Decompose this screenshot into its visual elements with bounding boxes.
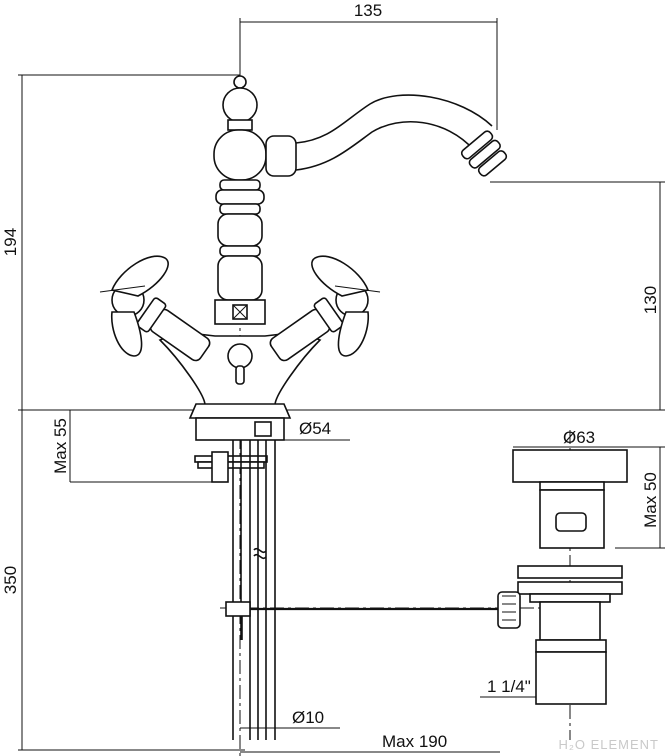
spout-height-label: 130 [641,286,660,314]
waste-thickness-label: Max 50 [641,472,660,528]
total-height-label: 194 [1,228,20,256]
max-deck-label: Max 55 [51,418,70,474]
max-rod-label: Max 190 [382,732,447,751]
faucet-body [158,75,508,419]
base-diameter-label: Ø54 [299,419,331,438]
waste-thread-label: 1 1/4" [487,677,531,696]
left-handle [99,255,211,362]
spout-reach-label: 135 [354,1,382,20]
pipe-diameter-label: Ø10 [292,708,324,727]
flexible-length-label: 350 [1,566,20,594]
waste-diameter-label: Ø63 [563,428,595,447]
pop-up-waste [497,449,628,705]
under-deck-assembly [194,417,498,740]
watermark: H₂O ELEMENT [558,737,659,752]
right-handle [269,255,381,362]
